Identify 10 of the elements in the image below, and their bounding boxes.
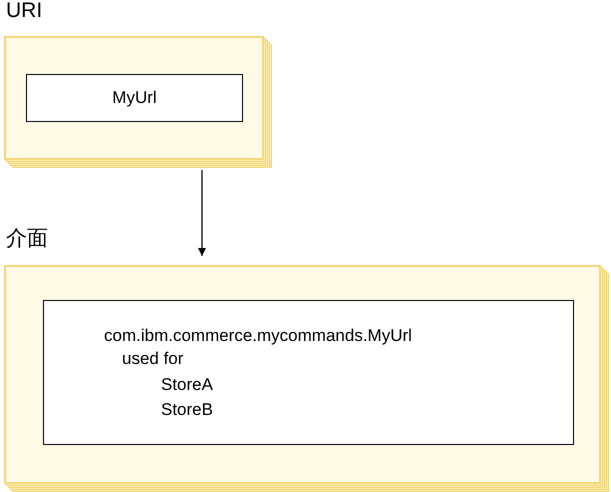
content-box	[26, 74, 243, 122]
box-text: com.ibm.commerce.mycommands.MyUrl	[104, 326, 412, 346]
box-text: used for	[122, 349, 184, 370]
arrow	[198, 170, 206, 256]
panel-heading: 介面	[6, 228, 48, 249]
panel-heading: URI	[6, 0, 42, 21]
box-text: StoreA	[161, 375, 213, 396]
box-text: StoreB	[161, 400, 213, 420]
box-text: MyUrl	[111, 88, 158, 108]
content-box	[43, 300, 574, 445]
